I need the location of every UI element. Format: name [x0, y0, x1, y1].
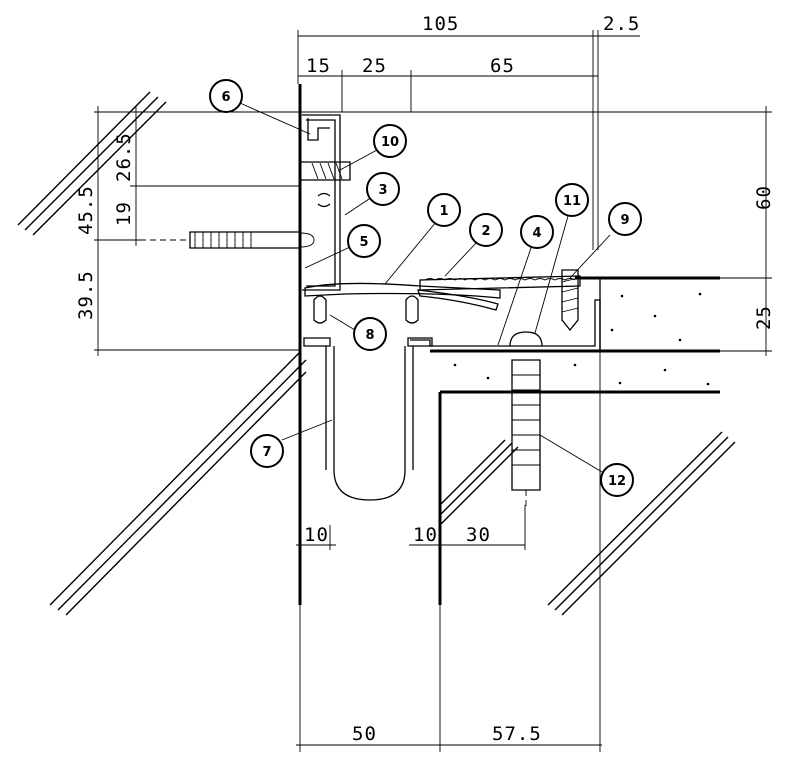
- wall-profile-3: [302, 114, 341, 291]
- clip-profiles-8: [313, 295, 419, 324]
- callout-leaders: [239, 102, 611, 473]
- svg-text:5: 5: [359, 235, 368, 250]
- callout-10: 10: [373, 124, 407, 158]
- svg-text:2: 2: [481, 224, 490, 239]
- right-slab-edge: [430, 276, 720, 605]
- dim-left-a: 26.5: [113, 132, 135, 182]
- seal-gasket-7: [303, 337, 433, 501]
- svg-text:11: 11: [563, 194, 581, 209]
- dim-top-b: 25: [362, 55, 387, 77]
- callout-12: 12: [600, 463, 634, 497]
- dim-top-gap: 2.5: [603, 13, 640, 35]
- cover-plate-1: [304, 282, 501, 311]
- callout-11: 11: [555, 183, 589, 217]
- dim-right-b: 25: [753, 305, 775, 330]
- dim-left-b: 19: [113, 201, 135, 226]
- callout-8: 8: [353, 317, 387, 351]
- wall-hatching-lower-right: [547, 431, 736, 616]
- floor-strip-2: [419, 275, 581, 291]
- dim-top-c: 65: [490, 55, 515, 77]
- concrete-aggregate-dots: [453, 292, 710, 386]
- screw-10: [299, 161, 351, 181]
- callout-2: 2: [469, 213, 503, 247]
- svg-text:9: 9: [620, 213, 629, 228]
- callout-6: 6: [209, 79, 243, 113]
- dim-mid-a: 10: [304, 524, 329, 546]
- svg-text:8: 8: [365, 328, 374, 343]
- svg-text:6: 6: [221, 90, 230, 105]
- dim-mid-c: 30: [466, 524, 491, 546]
- dim-bottom-a: 50: [352, 723, 377, 745]
- svg-text:10: 10: [381, 135, 399, 150]
- floor-profile-4: [410, 299, 601, 352]
- dim-right-a: 60: [753, 185, 775, 210]
- callout-9: 9: [608, 202, 642, 236]
- dim-mid-b: 10: [413, 524, 438, 546]
- wall-hatching-lower-left: [49, 351, 307, 616]
- wall-hatching-lower-middle: [439, 439, 519, 526]
- callout-4: 4: [520, 215, 554, 249]
- anchor-plug-left: [140, 231, 315, 249]
- dim-top-total: 105: [422, 13, 459, 35]
- callout-1: 1: [427, 193, 461, 227]
- screw-11-and-plug-12: [509, 331, 543, 510]
- dim-top-a: 15: [306, 55, 331, 77]
- callout-3: 3: [366, 172, 400, 206]
- dim-bottom-b: 57.5: [492, 723, 542, 745]
- svg-text:4: 4: [532, 226, 541, 241]
- dim-left-outer: 45.5: [75, 185, 97, 235]
- dim-left-c: 39.5: [75, 270, 97, 320]
- svg-text:12: 12: [608, 474, 626, 489]
- svg-text:7: 7: [262, 445, 271, 460]
- callout-5: 5: [347, 224, 381, 258]
- svg-text:1: 1: [439, 204, 448, 219]
- screw-9: [561, 269, 579, 332]
- dimension-lines: [94, 30, 772, 752]
- callout-7: 7: [250, 434, 284, 468]
- svg-text:3: 3: [378, 183, 387, 198]
